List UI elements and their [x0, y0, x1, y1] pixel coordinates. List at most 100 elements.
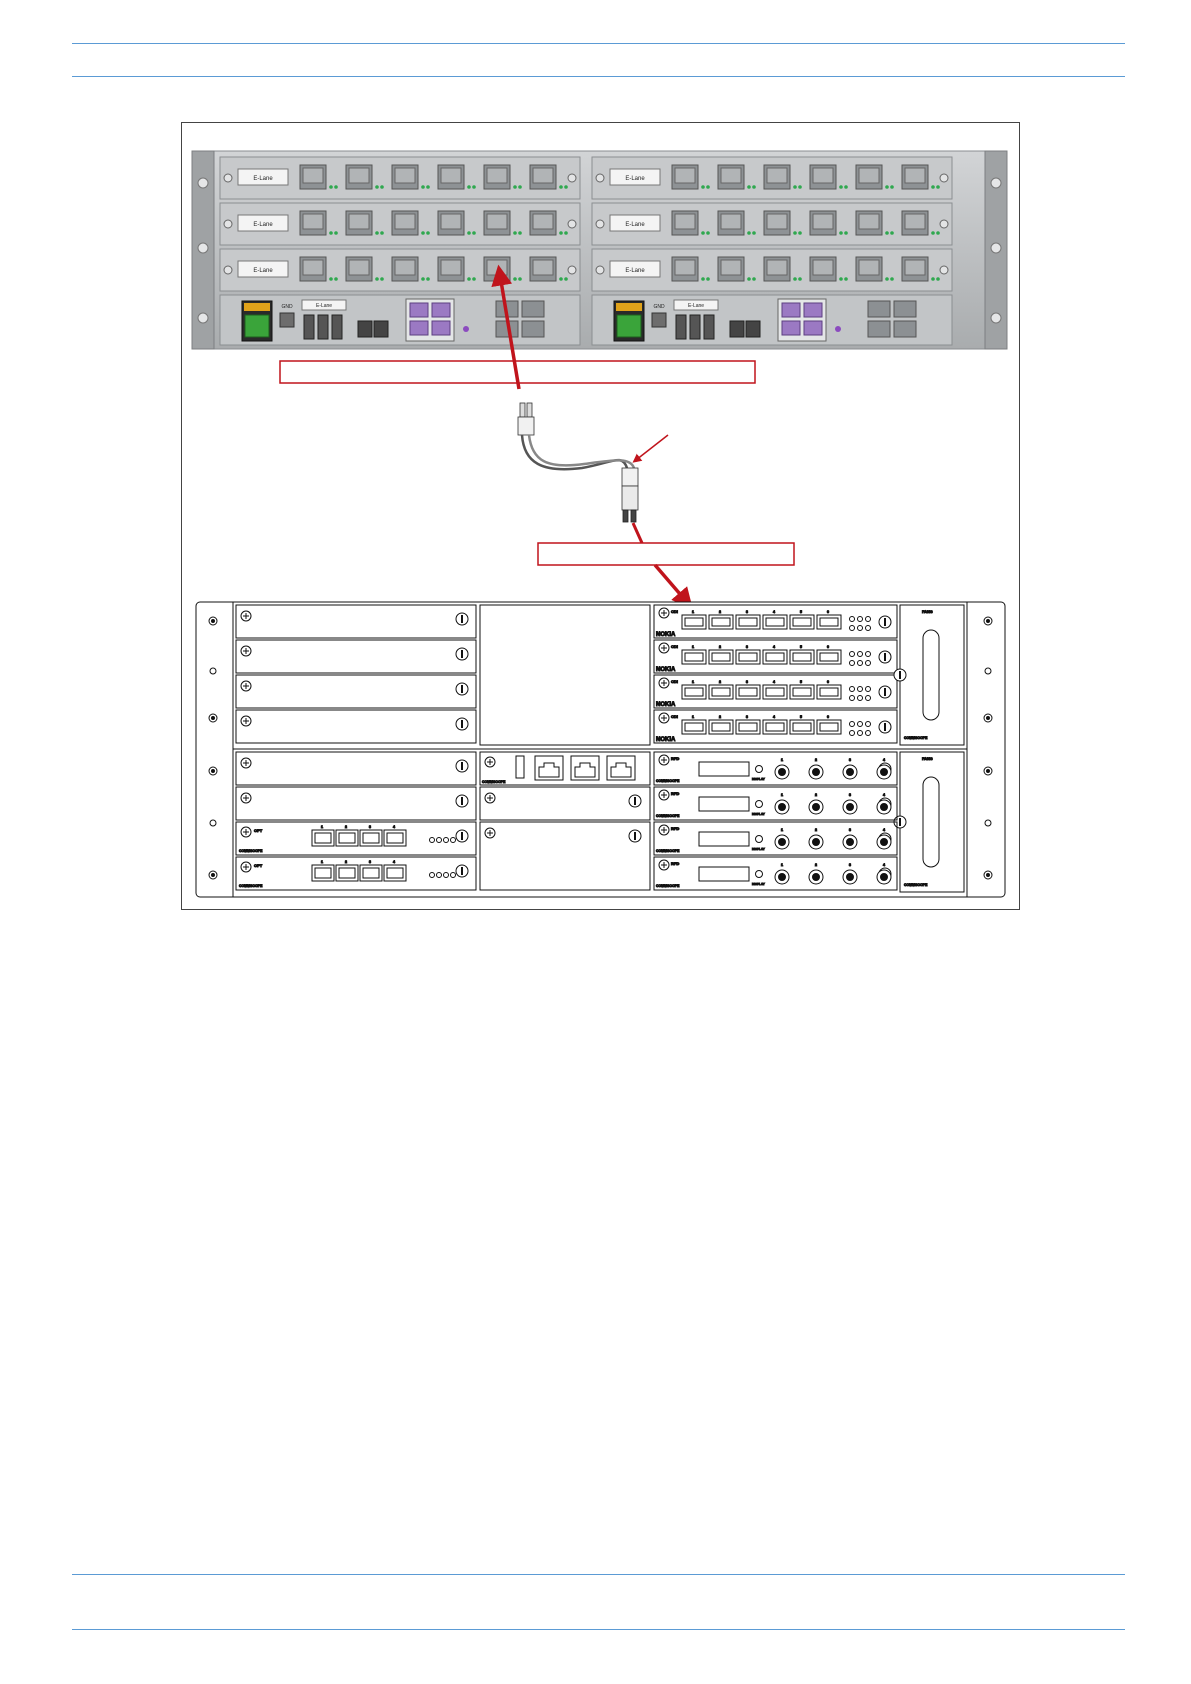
port-number: 4	[883, 828, 885, 832]
power-connector-icon	[617, 315, 641, 337]
rack-screw-icon	[198, 178, 208, 188]
usb-port	[332, 315, 342, 339]
sfp-port-inner	[533, 168, 553, 183]
status-led-icon	[936, 185, 940, 189]
status-led-icon	[467, 277, 471, 281]
status-led-icon	[839, 277, 843, 281]
sfp-port-inner	[441, 168, 461, 183]
card-brand-label: E-Lane	[625, 222, 645, 228]
port-number: 3	[369, 825, 371, 829]
display-label: DISPLAY	[752, 882, 765, 886]
sfp-port-inner	[349, 260, 369, 275]
sfp-port-inner	[675, 260, 695, 275]
display-button-icon	[756, 801, 763, 808]
status-led-icon	[890, 277, 894, 281]
port-number: 3	[746, 645, 748, 649]
sfp-port-inner	[441, 214, 461, 229]
port-number: 4	[883, 863, 885, 867]
status-led-icon	[380, 231, 384, 235]
sfp-port-inner	[303, 260, 323, 275]
status-led-icon	[890, 231, 894, 235]
sfp-port-inner	[813, 214, 833, 229]
card-brand-label: E-Lane	[253, 222, 273, 228]
status-led-icon	[798, 277, 802, 281]
sfp-port-inner	[721, 168, 741, 183]
sfp-port-inner	[813, 168, 833, 183]
sfp-port-inner	[905, 168, 925, 183]
nokia-label: NOKIA	[656, 667, 676, 673]
purple-port	[782, 303, 800, 317]
card-screw-icon	[568, 266, 576, 274]
sfp-port-inner	[813, 260, 833, 275]
sfp-port-inner	[859, 260, 879, 275]
ethernet-port	[522, 321, 544, 337]
status-led-icon	[467, 185, 471, 189]
header-rule-bottom	[72, 76, 1125, 77]
led-icon	[430, 873, 435, 878]
nokia-label: NOKIA	[656, 737, 676, 743]
gnd-terminal	[280, 313, 294, 327]
purple-port	[432, 303, 450, 317]
status-led-icon	[747, 277, 751, 281]
fiber-patch-cable	[518, 403, 638, 522]
port-number: 2	[719, 680, 721, 684]
fans-label: FANS	[922, 756, 933, 761]
port-number: 2	[719, 715, 721, 719]
status-led-icon	[334, 231, 338, 235]
commscope-label: COMMSCOPE	[239, 849, 263, 853]
led-icon	[866, 652, 871, 657]
sfp-port-inner	[675, 214, 695, 229]
port-number: 1	[781, 793, 783, 797]
sfp-port-inner	[859, 168, 879, 183]
led-icon	[850, 617, 855, 622]
purple-port	[804, 321, 822, 335]
cabling-diagram: E-LaneE-LaneE-LaneGNDE-LaneE-LaneE-LaneE…	[182, 123, 1019, 909]
status-led-icon	[793, 277, 797, 281]
commscope-label: COMMSCOPE	[482, 780, 506, 784]
status-led-icon	[931, 277, 935, 281]
cable-pointer-arrow	[636, 435, 668, 460]
status-led-icon	[467, 231, 471, 235]
port-number: 2	[719, 610, 721, 614]
power-fuse	[616, 303, 642, 311]
port-number: 5	[800, 680, 802, 684]
led-icon	[858, 661, 863, 666]
led-icon	[850, 652, 855, 657]
display-label: DISPLAY	[752, 847, 765, 851]
sfp-port-inner	[349, 168, 369, 183]
port-number: 5	[800, 715, 802, 719]
port-number: 3	[746, 610, 748, 614]
sfp-port-inner	[859, 214, 879, 229]
port-number: 4	[883, 793, 885, 797]
port-number: 2	[815, 793, 817, 797]
status-led-icon	[426, 277, 430, 281]
status-led-icon	[706, 277, 710, 281]
status-led-icon	[380, 185, 384, 189]
status-led-icon	[752, 185, 756, 189]
purple-port	[804, 303, 822, 317]
sfp-port-inner	[303, 214, 323, 229]
led-icon	[866, 731, 871, 736]
purple-port	[782, 321, 800, 335]
purple-port	[410, 303, 428, 317]
led-icon	[850, 731, 855, 736]
rj45-port	[746, 321, 760, 337]
port-number: 2	[345, 825, 347, 829]
status-led-icon	[380, 277, 384, 281]
port-number: 1	[321, 860, 323, 864]
port-number: 6	[827, 680, 829, 684]
led-icon	[858, 687, 863, 692]
status-led-icon	[472, 185, 476, 189]
rfd-label: RFD	[671, 861, 679, 866]
led-icon	[444, 838, 449, 843]
led-icon	[850, 661, 855, 666]
port-number: 3	[849, 863, 851, 867]
card-brand-label: E-Lane	[316, 303, 332, 309]
port-number: 3	[746, 715, 748, 719]
port-number: 4	[773, 680, 775, 684]
cdi-label: CDI	[671, 609, 678, 614]
status-led-icon	[559, 277, 563, 281]
led-icon	[850, 696, 855, 701]
lower-rack-unit: CDINOKIA123456CDINOKIA123456CDINOKIA1234…	[196, 602, 1005, 897]
